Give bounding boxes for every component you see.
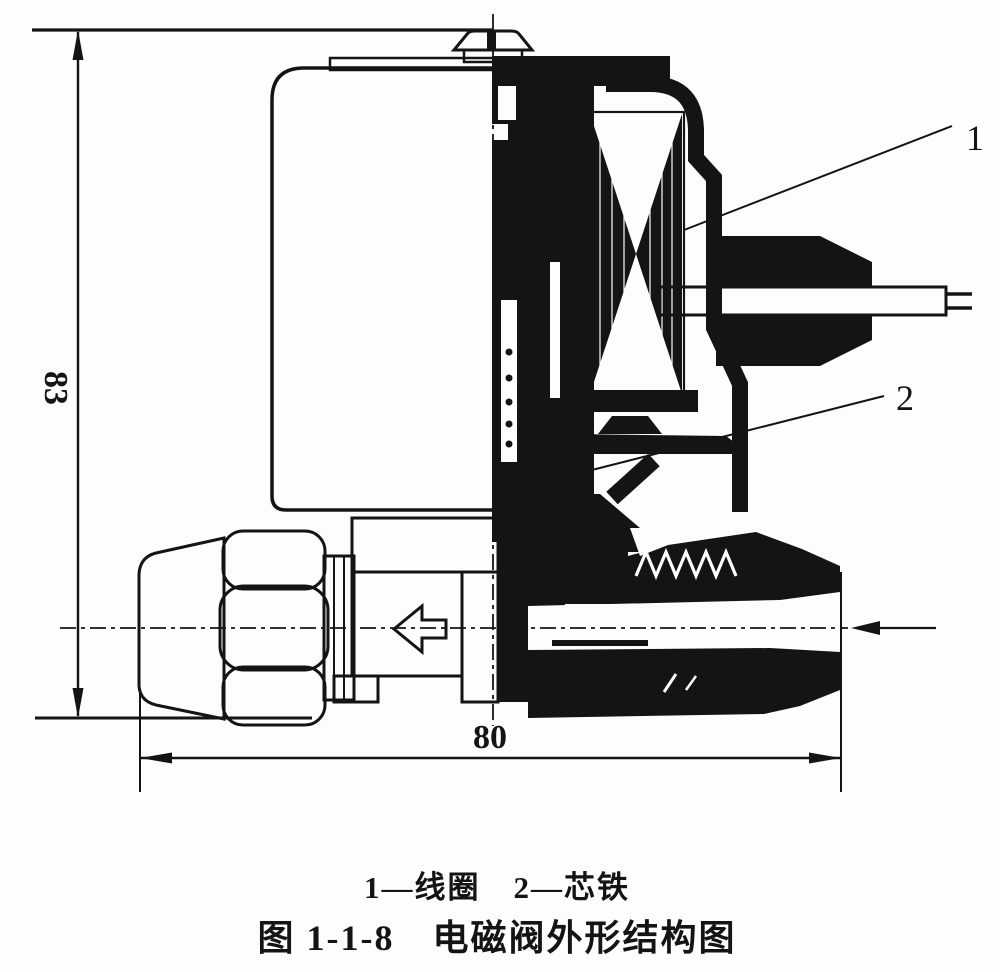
leader-line-1 bbox=[683, 125, 953, 231]
body-flange bbox=[332, 674, 380, 704]
inlet-cap bbox=[137, 536, 226, 721]
bore-seat bbox=[552, 640, 648, 646]
dimension-height-83: 83 bbox=[32, 28, 492, 720]
flow-direction-arrow-icon bbox=[391, 602, 448, 656]
centerline-arrowhead-icon bbox=[851, 621, 880, 635]
outlet-fitting bbox=[528, 528, 840, 718]
callout-2-core: 2 bbox=[583, 378, 914, 473]
pivot-pin bbox=[567, 511, 583, 527]
thread-crests-upper bbox=[634, 547, 738, 581]
armature-lever bbox=[606, 453, 660, 505]
hex-nut-top-face bbox=[221, 529, 327, 591]
cable-gland bbox=[716, 236, 872, 366]
coil-winding-hatch bbox=[599, 116, 673, 392]
wire-sheath bbox=[658, 285, 948, 317]
valve-body bbox=[332, 516, 528, 704]
core-plate bbox=[566, 390, 698, 412]
coil-housing bbox=[270, 66, 499, 512]
screw-slot bbox=[487, 31, 496, 50]
centerline-arrow bbox=[851, 621, 936, 635]
thread-notch bbox=[630, 528, 668, 556]
body-neck bbox=[350, 516, 500, 574]
frame-gap bbox=[550, 262, 560, 398]
core-bar bbox=[572, 434, 734, 454]
outlet-bore bbox=[565, 604, 840, 646]
coil-cross-left bbox=[590, 114, 636, 394]
arrowhead-down-icon bbox=[72, 688, 84, 718]
dimension-width-label: 80 bbox=[473, 719, 507, 756]
arrowhead-left-icon bbox=[140, 752, 172, 764]
hex-nut-bottom-face bbox=[221, 665, 327, 727]
outlet-upper-half bbox=[528, 528, 840, 606]
plunger-axis-dots bbox=[505, 348, 513, 448]
coil-cross-right bbox=[636, 114, 682, 394]
callout-1-label: 1 bbox=[966, 118, 984, 158]
arrowhead-up-icon bbox=[72, 30, 84, 60]
figure-caption: 图 1-1-8 电磁阀外形结构图 bbox=[258, 918, 737, 958]
callout-2-label: 2 bbox=[896, 378, 914, 418]
frame-slot-lower bbox=[488, 124, 508, 140]
body-dark-strip bbox=[498, 528, 528, 702]
dimension-width-80: 80 bbox=[139, 572, 842, 792]
thread-crest-lower-1 bbox=[662, 673, 678, 693]
thread-crest-lower-2 bbox=[684, 675, 698, 691]
screw-head bbox=[450, 29, 536, 52]
lead-wire bbox=[658, 285, 972, 317]
arrowhead-right-icon bbox=[809, 752, 841, 764]
figure-legend: 1—线圈 2—芯铁 bbox=[364, 870, 630, 905]
gland-upper bbox=[716, 236, 872, 287]
dimension-height-label: 83 bbox=[37, 371, 74, 405]
leader-line-2 bbox=[583, 395, 885, 473]
yoke-bracket bbox=[606, 76, 748, 512]
outlet-lower-half bbox=[528, 648, 840, 718]
core-tip bbox=[598, 416, 662, 434]
callout-1-coil: 1 bbox=[683, 118, 984, 231]
gland-lower bbox=[716, 315, 872, 366]
